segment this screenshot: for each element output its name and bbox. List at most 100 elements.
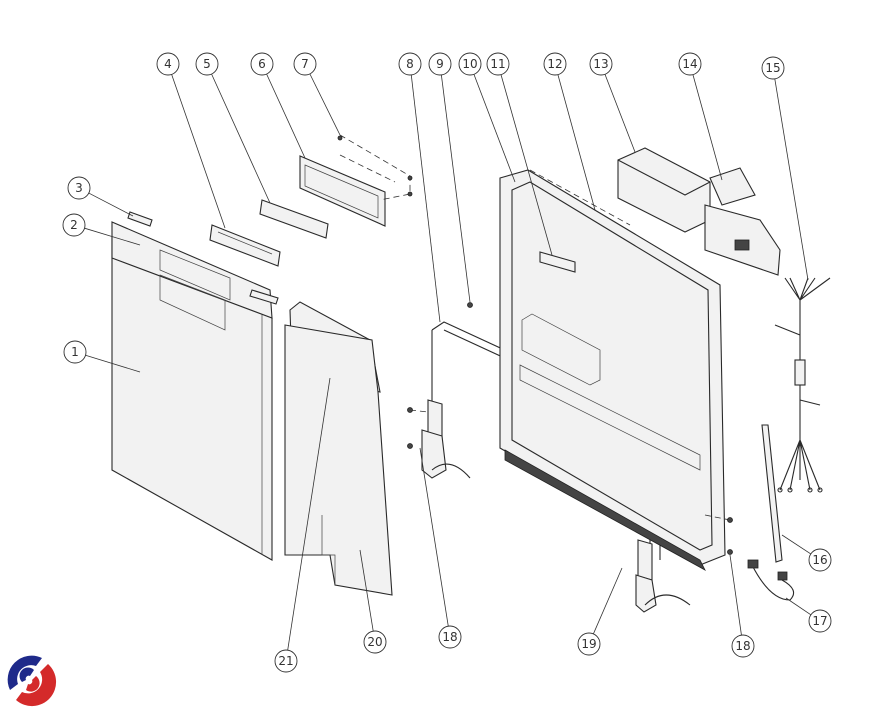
hinge-right-part xyxy=(635,514,733,613)
callout-number: 13 xyxy=(593,57,608,71)
callout-circle xyxy=(63,340,87,364)
leader-line xyxy=(309,73,341,136)
callout-circle xyxy=(250,52,274,76)
leader-line xyxy=(410,74,441,323)
detergent-cover-part xyxy=(617,147,711,233)
display-board-part xyxy=(259,199,329,239)
dispenser-part xyxy=(704,167,781,276)
callout-circle xyxy=(428,52,452,76)
callout-circle xyxy=(156,52,180,76)
callout-number: 12 xyxy=(547,57,562,71)
leader-line xyxy=(774,78,809,281)
callout-circle xyxy=(458,52,482,76)
callout-8: 8 xyxy=(398,52,441,323)
callout-circle xyxy=(67,176,91,200)
leader-line xyxy=(440,74,471,303)
callout-17: 17 xyxy=(785,597,832,633)
callout-number: 16 xyxy=(812,553,827,567)
callout-9: 9 xyxy=(428,52,471,303)
callout-circle xyxy=(274,649,298,673)
callout-circle xyxy=(589,52,613,76)
callout-number: 19 xyxy=(581,637,596,651)
callout-5: 5 xyxy=(195,52,271,204)
callout-number: 4 xyxy=(164,57,172,71)
leader-line xyxy=(85,354,141,373)
callout-circle xyxy=(678,52,702,76)
callout-4: 4 xyxy=(156,52,226,229)
leader-line xyxy=(266,73,306,159)
control-panel-part xyxy=(111,221,273,331)
leader-line xyxy=(593,567,623,635)
callout-15: 15 xyxy=(761,56,809,281)
callout-circle xyxy=(195,52,219,76)
callout-11: 11 xyxy=(486,52,553,256)
callout-circle xyxy=(293,52,317,76)
callout-number: 18 xyxy=(735,639,750,653)
callout-number: 11 xyxy=(490,57,505,71)
leader-line xyxy=(88,192,134,217)
callout-number: 6 xyxy=(258,57,266,71)
callout-number: 5 xyxy=(203,57,211,71)
leader-line xyxy=(781,534,812,555)
callout-19: 19 xyxy=(577,567,623,656)
clip-part xyxy=(127,211,153,227)
leader-line xyxy=(473,74,516,183)
leader-line xyxy=(557,74,596,211)
callout-18: 18 xyxy=(729,554,755,658)
callout-number: 8 xyxy=(406,57,414,71)
clip-part xyxy=(249,289,279,305)
callout-number: 21 xyxy=(278,654,293,668)
callout-circle xyxy=(731,634,755,658)
callout-12: 12 xyxy=(543,52,596,211)
brand-logo xyxy=(7,655,57,707)
callout-circle xyxy=(808,609,832,633)
callout-circle xyxy=(363,630,387,654)
sensor-cable-part xyxy=(747,559,795,601)
callout-number: 18 xyxy=(442,630,457,644)
callout-number: 15 xyxy=(765,61,780,75)
callout-circle xyxy=(398,52,422,76)
callout-circle xyxy=(761,56,785,80)
callout-number: 7 xyxy=(301,57,309,71)
leader-line xyxy=(419,447,449,627)
callout-circle xyxy=(438,625,462,649)
leader-line xyxy=(729,554,742,636)
callout-number: 1 xyxy=(71,345,79,359)
callout-number: 3 xyxy=(75,181,83,195)
leader-line xyxy=(171,74,226,229)
circuit-board-part xyxy=(209,224,281,267)
callout-16: 16 xyxy=(781,534,832,572)
callout-circle xyxy=(62,213,86,237)
callout-circle xyxy=(808,548,832,572)
leader-line xyxy=(359,549,374,632)
callout-circle xyxy=(543,52,567,76)
leader-line xyxy=(785,597,812,616)
callout-13: 13 xyxy=(589,52,636,153)
door-spring-part xyxy=(761,424,783,563)
leader-line xyxy=(604,74,636,153)
callout-21: 21 xyxy=(274,377,331,673)
wiring-harness-part xyxy=(774,277,831,493)
hinge-left-part xyxy=(407,399,471,479)
callout-14: 14 xyxy=(678,52,723,181)
leader-line xyxy=(84,227,141,246)
leader-line xyxy=(211,73,271,204)
callout-20: 20 xyxy=(359,549,387,654)
bracket-part xyxy=(299,155,386,227)
callout-18: 18 xyxy=(419,447,462,649)
callout-number: 17 xyxy=(812,614,827,628)
callout-1: 1 xyxy=(63,340,141,373)
lower-insulation-part xyxy=(284,324,393,596)
callout-number: 20 xyxy=(367,635,382,649)
callout-number: 10 xyxy=(462,57,477,71)
latch-part xyxy=(539,251,576,273)
leader-line xyxy=(287,377,331,651)
callout-3: 3 xyxy=(67,176,134,217)
leader-line xyxy=(692,74,723,181)
callout-number: 2 xyxy=(70,218,78,232)
callout-number: 14 xyxy=(682,57,697,71)
leader-line xyxy=(500,74,553,256)
callout-6: 6 xyxy=(250,52,306,159)
callout-7: 7 xyxy=(293,52,341,136)
